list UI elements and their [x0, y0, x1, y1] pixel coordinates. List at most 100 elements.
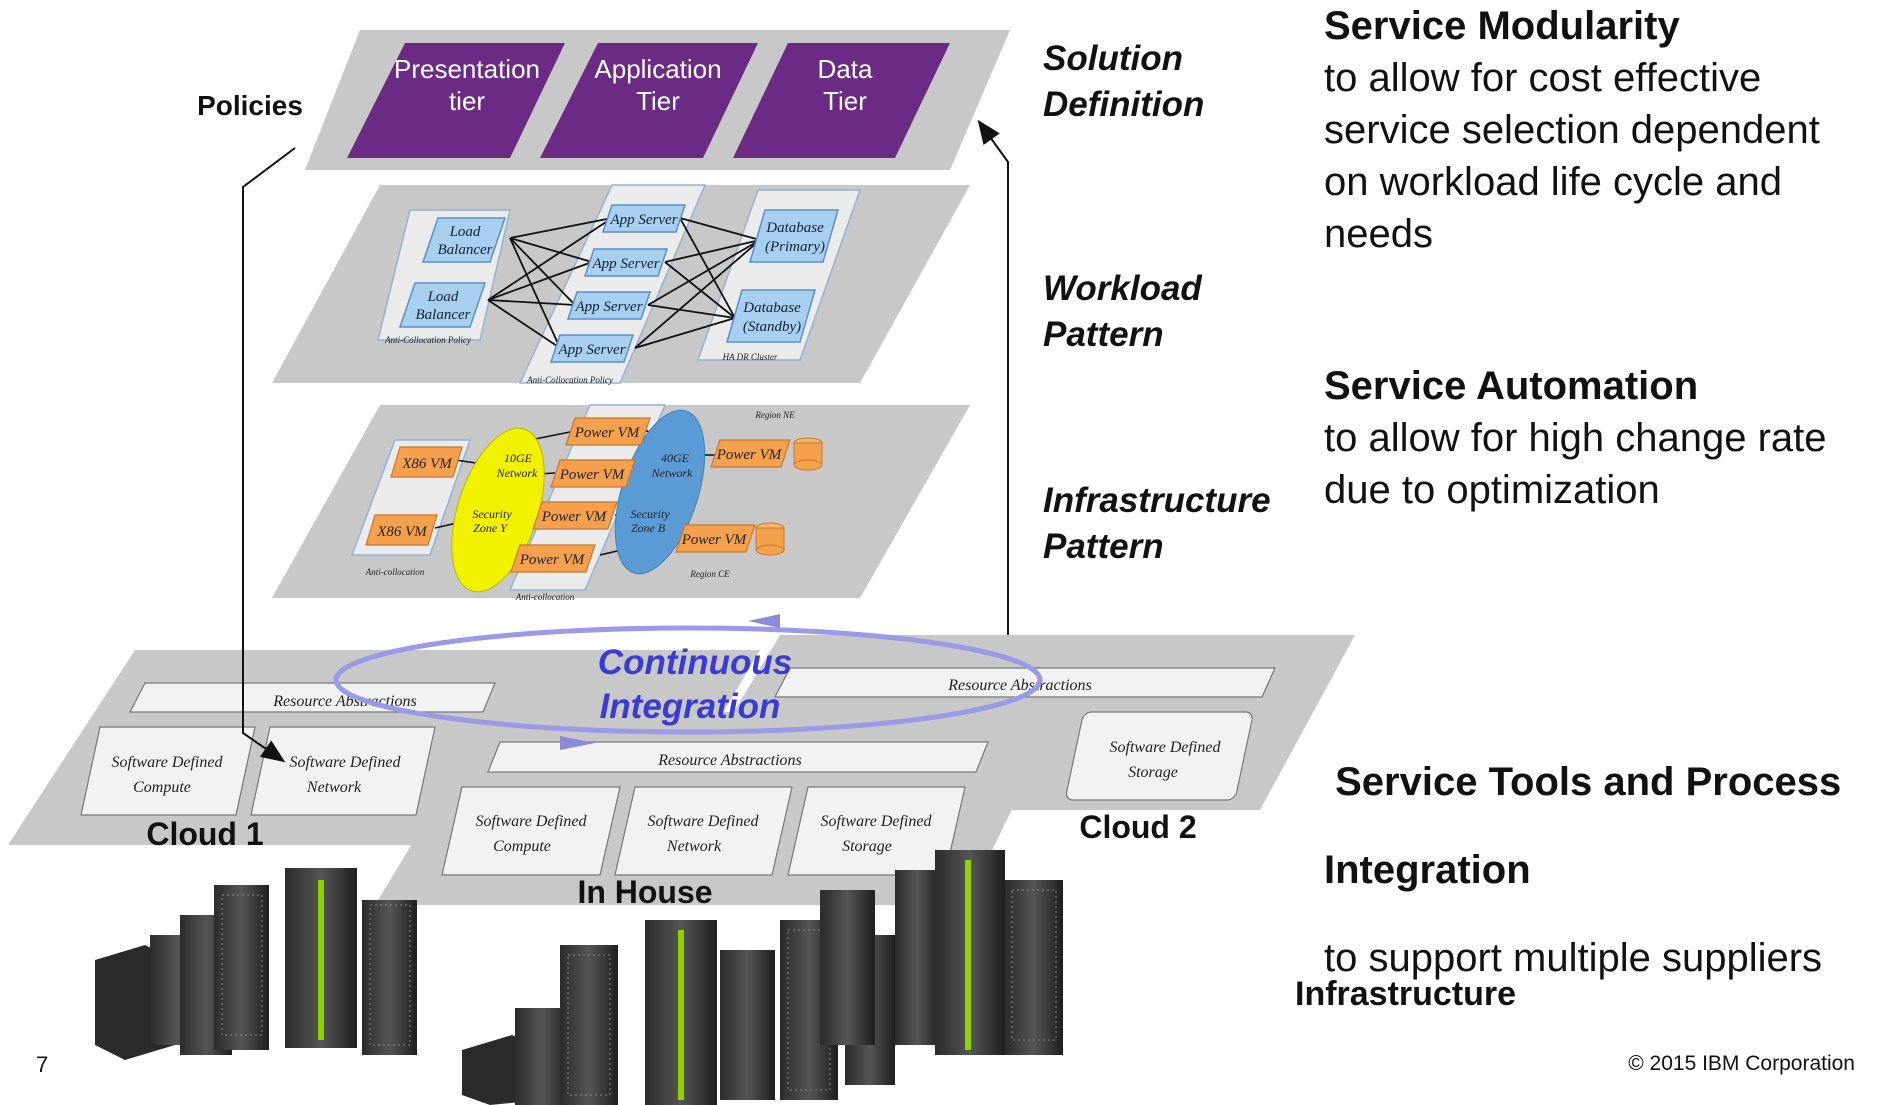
load-balancer-1: Load Balancer	[421, 217, 507, 263]
svg-text:Power VM: Power VM	[559, 467, 626, 483]
database-primary: Database (Primary)	[749, 209, 839, 263]
svg-text:Software Defined: Software Defined	[1110, 739, 1222, 756]
svg-text:Load: Load	[427, 289, 459, 305]
cloud2-resource-abstractions: Resource Abstractions	[947, 677, 1092, 694]
svg-text:Power VM: Power VM	[574, 425, 641, 441]
power-vm-4: Power VM	[510, 544, 596, 573]
service-tools-title: Service Tools and Process	[1324, 760, 1842, 804]
svg-text:Database: Database	[765, 220, 824, 236]
server-group-left	[95, 868, 417, 1060]
anti-collocation-label-1: Anti-collocation	[365, 567, 425, 577]
region-ne-label: Region NE	[754, 410, 795, 420]
svg-text:(Standby): (Standby)	[743, 319, 801, 335]
svg-text:Network: Network	[496, 466, 538, 480]
tier-data-line1: Data	[818, 54, 873, 84]
service-tools-block: Service Tools and Process Integration to…	[1324, 720, 1869, 1002]
svg-text:Security: Security	[630, 507, 670, 521]
svg-text:Network: Network	[666, 838, 722, 855]
service-modularity-block: Service Modularity to allow for cost eff…	[1324, 0, 1869, 260]
svg-text:10GE: 10GE	[504, 451, 533, 465]
x86-vm-1: X86 VM	[390, 446, 463, 478]
infrastructure-label: Infrastructure	[1295, 975, 1517, 1013]
svg-text:Security: Security	[472, 507, 512, 521]
app-server-2: App Server	[583, 248, 669, 277]
power-vm-3: Power VM	[532, 501, 618, 530]
ha-dr-cluster-label: HA DR Cluster	[722, 352, 778, 362]
service-automation-title: Service Automation	[1324, 364, 1699, 408]
svg-text:Power VM: Power VM	[716, 447, 783, 463]
svg-text:X86 VM: X86 VM	[401, 456, 453, 472]
tier-data-line2: Tier	[823, 86, 867, 116]
x86-vm-2: X86 VM	[365, 514, 438, 546]
app-server-4: App Server	[549, 334, 635, 363]
svg-text:App Server: App Server	[609, 212, 677, 228]
continuous-integration-line1: Continuous	[598, 643, 792, 682]
cloud-2-label: Cloud 2	[1079, 809, 1196, 845]
svg-text:Software Defined: Software Defined	[112, 754, 224, 771]
power-vm-1: Power VM	[565, 417, 651, 446]
feedback-arrow	[977, 119, 1009, 635]
policies-arrow	[242, 147, 296, 763]
page-number: 7	[36, 1052, 49, 1077]
svg-text:Software Defined: Software Defined	[290, 754, 402, 771]
svg-text:Database: Database	[742, 300, 801, 316]
workload-pattern-layer: Load Balancer Load Balancer App Server A…	[272, 184, 970, 385]
tier-data: Data Tier	[733, 43, 950, 158]
svg-text:Compute: Compute	[493, 838, 551, 855]
svg-text:Network: Network	[306, 779, 362, 796]
in-house-resource-abstractions: Resource Abstractions	[657, 752, 802, 769]
continuous-integration-cycle: Continuous Integration	[333, 614, 1043, 750]
svg-text:(Primary): (Primary)	[765, 239, 825, 255]
svg-text:Network: Network	[651, 466, 693, 480]
tier-application-line1: Application	[594, 54, 721, 84]
svg-text:Balancer: Balancer	[416, 307, 471, 323]
service-automation-block: Service Automation to allow for high cha…	[1324, 360, 1869, 516]
svg-text:Compute: Compute	[133, 779, 191, 796]
svg-text:Load: Load	[449, 224, 481, 240]
svg-text:App Server: App Server	[574, 299, 642, 315]
anti-collocation-label-2: Anti-collocation	[515, 592, 575, 602]
svg-text:Zone Y: Zone Y	[473, 521, 508, 535]
workload-connections	[487, 217, 761, 349]
anti-collocation-policy-label-2: Anti-Collocation Policy	[526, 375, 613, 385]
tier-presentation-line1: Presentation	[394, 54, 540, 84]
copyright-notice: © 2015 IBM Corporation	[1628, 1052, 1855, 1075]
svg-text:Zone B: Zone B	[631, 521, 666, 535]
svg-text:Software Defined: Software Defined	[476, 813, 588, 830]
in-house-platform: Resource Abstractions Software Defined C…	[375, 712, 1060, 905]
svg-text:Software Defined: Software Defined	[648, 813, 760, 830]
power-vm-region-ne: Power VM	[710, 437, 823, 471]
region-ce-label: Region CE	[689, 569, 730, 579]
svg-text:X86 VM: X86 VM	[376, 524, 428, 540]
svg-text:Storage: Storage	[1128, 764, 1178, 781]
svg-text:App Server: App Server	[591, 256, 659, 272]
svg-text:Power VM: Power VM	[681, 532, 748, 548]
svg-text:Power VM: Power VM	[541, 509, 608, 525]
in-house-label: In House	[577, 874, 712, 910]
tier-presentation-line2: tier	[449, 86, 485, 116]
policies-label: Policies	[197, 90, 303, 121]
svg-text:Storage: Storage	[842, 838, 892, 855]
infrastructure-pattern-layer: 10GE Network Security Zone Y 40GE Networ…	[272, 404, 970, 602]
solution-definition-layer: Presentation tier Application Tier Data …	[305, 30, 1010, 170]
app-server-1: App Server	[601, 204, 687, 233]
tier-application: Application Tier	[540, 43, 758, 158]
app-server-3: App Server	[566, 291, 652, 320]
svg-text:App Server: App Server	[557, 342, 625, 358]
service-modularity-title: Service Modularity	[1324, 4, 1680, 48]
server-group-right	[820, 850, 1063, 1055]
continuous-integration-line2: Integration	[600, 687, 781, 726]
anti-collocation-policy-label-1: Anti-Collocation Policy	[384, 335, 471, 345]
database-standby: Database (Standby)	[726, 289, 816, 343]
tier-application-line2: Tier	[636, 86, 680, 116]
load-balancer-2: Load Balancer	[398, 282, 487, 328]
server-hardware-illustration	[95, 850, 1063, 1105]
cloud-1-label: Cloud 1	[146, 816, 263, 852]
power-vm-region-ce: Power VM	[675, 522, 785, 556]
power-vm-2: Power VM	[550, 459, 636, 488]
tier-presentation: Presentation tier	[347, 43, 565, 158]
